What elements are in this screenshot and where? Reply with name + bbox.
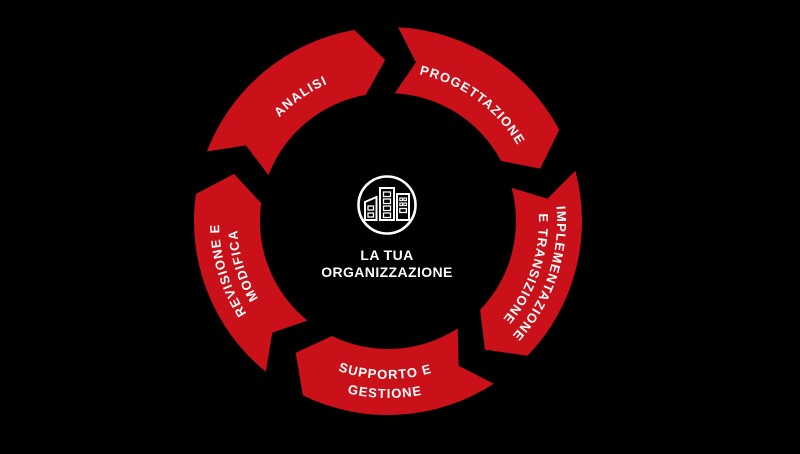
center-label-line2: ORGANIZZAZIONE xyxy=(321,264,453,280)
label-supporto-line2: GESTIONE xyxy=(347,382,424,401)
segment-revisione xyxy=(194,173,308,372)
segment-progettazione xyxy=(394,27,560,169)
segment-supporto xyxy=(295,328,494,416)
center-label-line1: LA TUA xyxy=(360,247,413,263)
icon-circle-outline xyxy=(357,175,417,235)
buildings-icon xyxy=(357,175,417,235)
segment-implementazione xyxy=(480,170,583,356)
segment-analisi xyxy=(206,29,386,176)
